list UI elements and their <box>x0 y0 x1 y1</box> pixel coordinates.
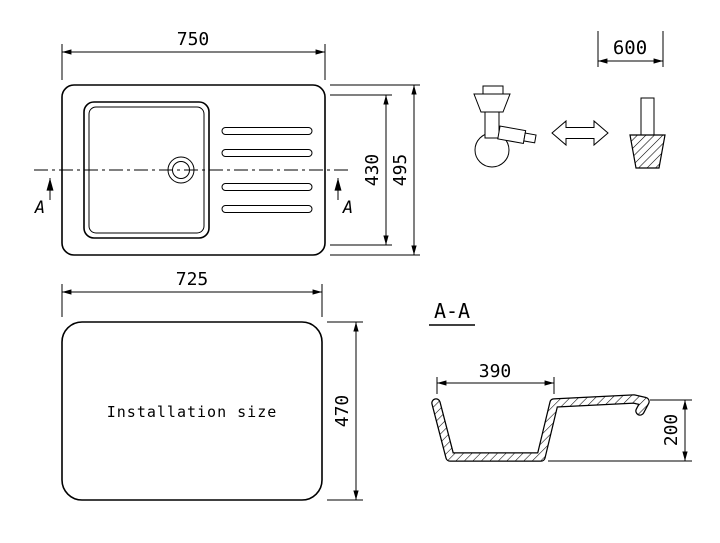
installation-view: Installation size 725 470 <box>61 269 363 501</box>
trap-outlet <box>497 125 537 144</box>
installation-cutout-outline <box>61 321 323 501</box>
swap-arrow-icon <box>551 119 609 147</box>
dim-390: 390 <box>436 361 555 394</box>
section-label-left: A <box>34 198 45 218</box>
dim-750: 750 <box>61 29 326 80</box>
dim-725: 725 <box>61 269 323 317</box>
dim-200: 200 <box>548 399 692 462</box>
profile-wall-hatch <box>432 395 649 461</box>
dim-430-value: 430 <box>362 154 383 187</box>
dim-600-value: 600 <box>613 37 647 59</box>
groove <box>221 127 313 135</box>
drainboard-grooves <box>221 127 313 213</box>
dim-600: 600 <box>597 31 664 67</box>
groove <box>221 149 313 157</box>
drain-fitting-icon <box>629 97 666 169</box>
dim-430: 430 <box>330 94 392 246</box>
trap-neck <box>484 111 500 139</box>
dim-750-value: 750 <box>177 29 210 50</box>
trap-cap <box>482 85 504 95</box>
top-view: A A 750 430 495 <box>34 29 420 256</box>
outlet-coupling <box>523 132 537 144</box>
dim-495-value: 495 <box>390 154 411 187</box>
dim-495: 495 <box>330 84 420 256</box>
dim-390-value: 390 <box>479 361 512 382</box>
section-arrow-right: A <box>334 177 353 218</box>
section-label-right: A <box>342 198 353 218</box>
fitting-pipe <box>640 97 655 136</box>
section-arrow-left: A <box>34 177 54 218</box>
trap-flange <box>473 93 511 113</box>
dim-200-value: 200 <box>661 414 682 447</box>
accessories: 600 <box>473 31 666 169</box>
installation-caption: Installation size <box>107 403 278 421</box>
siphon-trap-icon <box>473 85 537 168</box>
groove <box>221 183 313 191</box>
groove <box>221 205 313 213</box>
section-title: A-A <box>434 299 470 323</box>
section-profile <box>431 394 650 462</box>
dim-470-value: 470 <box>332 395 353 428</box>
fitting-basket <box>629 134 666 169</box>
section-view: A-A 390 200 <box>429 299 692 462</box>
dim-725-value: 725 <box>176 269 209 290</box>
dim-470: 470 <box>327 321 363 501</box>
